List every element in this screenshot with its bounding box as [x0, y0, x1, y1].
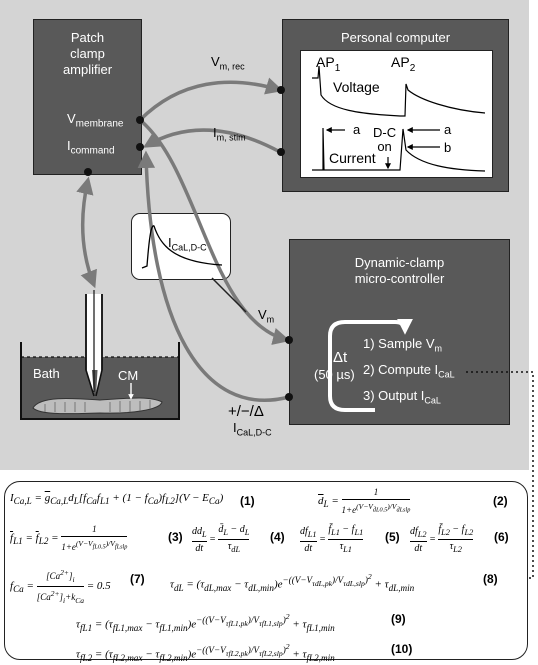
label-a2: a	[444, 122, 452, 137]
eq5-number: (5)	[385, 530, 400, 544]
ap1-label: AP1	[316, 54, 341, 74]
computer-in-dot	[277, 86, 285, 94]
controller-out-dot	[285, 393, 293, 401]
label-a1: a	[353, 122, 361, 137]
eq9-number: (9)	[391, 612, 406, 626]
eq10: τfL2 = (τfL2,max − τfL2,min)e−((V−VτfL2,…	[76, 642, 335, 663]
inset-label: ICaL,D-C	[168, 235, 207, 253]
output-to-amplifier-arrow	[137, 150, 290, 403]
eq7: fCa = [Ca2+]i[Ca2+]i+kCa = 0.5	[10, 568, 111, 605]
cardiomyocyte-striations	[44, 400, 151, 412]
bath-label: Bath	[33, 366, 60, 381]
eq7-number: (7)	[130, 572, 145, 586]
controller-title-l1: Dynamic-clamp	[354, 255, 445, 270]
controller-loop-arrow	[345, 318, 413, 335]
ap2-label: AP2	[391, 54, 416, 74]
computer-title: Personal computer	[340, 30, 451, 45]
amplifier-title-l1: Patch	[70, 30, 105, 45]
delta-t-value: (50 µs)	[314, 367, 355, 382]
i-command-label: Icommand	[67, 138, 115, 157]
label-b: b	[444, 140, 452, 155]
amplifier-title-l3: amplifier	[62, 62, 113, 77]
amplifier-title-l2: clamp	[70, 46, 105, 61]
eq3-number: (3)	[168, 530, 183, 544]
amplifier-bottom-dot	[84, 168, 92, 176]
current-trace	[312, 127, 486, 172]
controller-loop	[328, 320, 375, 412]
controller-in-dot	[285, 336, 293, 344]
amplifier-title: Patch clamp amplifier	[33, 30, 142, 78]
delta-t-label: Δt	[333, 349, 348, 366]
eq8: τdL = (τdL,max − τdL,min)e−((V−VτdL,pk)/…	[170, 572, 415, 593]
step-output: 3) Output ICaL	[363, 388, 441, 406]
amplifier-to-electrode-arrow	[76, 176, 97, 289]
ical-inset-box	[131, 213, 231, 280]
patch-clamp-amplifier-box	[33, 19, 142, 175]
inset-connector	[211, 277, 247, 313]
computer-screen	[300, 50, 493, 178]
eq1: ICa,L = gCa,LdL[fCafL1 + (1 − fCa)fL2](V…	[10, 492, 224, 507]
vm-label: Vm	[258, 307, 275, 325]
eq2-number: (2)	[493, 494, 508, 508]
eq1-number: (1)	[240, 494, 255, 508]
vm-rec-label: Vm, rec	[211, 54, 245, 72]
inset-current-trace	[141, 225, 223, 269]
step-compute: 2) Compute ICaL	[363, 362, 455, 380]
computer-out-dot	[277, 148, 285, 156]
vm-to-controller-arrow	[138, 118, 291, 345]
voltage-label: Voltage	[333, 79, 380, 95]
eq6-number: (6)	[494, 530, 509, 544]
v-membrane-dot	[136, 116, 144, 124]
equations-box	[4, 481, 528, 660]
bath-container	[20, 342, 180, 420]
voltage-trace	[312, 65, 486, 117]
ical-dc-label: ICaL,D-C	[233, 420, 272, 438]
v-membrane-label: Vmembrane	[67, 111, 124, 130]
current-label: Current	[329, 150, 376, 166]
dotted-link	[466, 371, 534, 579]
controller-title-l2: micro-controller	[354, 271, 445, 286]
step-sample: 1) Sample Vm	[363, 336, 443, 354]
eq4-number: (4)	[270, 530, 285, 544]
eq10-number: (10)	[391, 642, 413, 656]
im-stim-arrow	[142, 128, 281, 154]
im-stim-label: Im, stim	[213, 125, 246, 143]
vm-rec-arrow	[138, 77, 284, 122]
pm-delta-label: +/−/Δ	[228, 403, 264, 420]
i-command-dot	[136, 143, 144, 151]
controller-title: Dynamic-clamp micro-controller	[289, 255, 510, 287]
eq9: τfL1 = (τfL1,max − τfL1,min)e−((V−VτfL1,…	[76, 612, 335, 633]
eq8-number: (8)	[483, 572, 498, 586]
cm-label: CM	[118, 368, 139, 383]
